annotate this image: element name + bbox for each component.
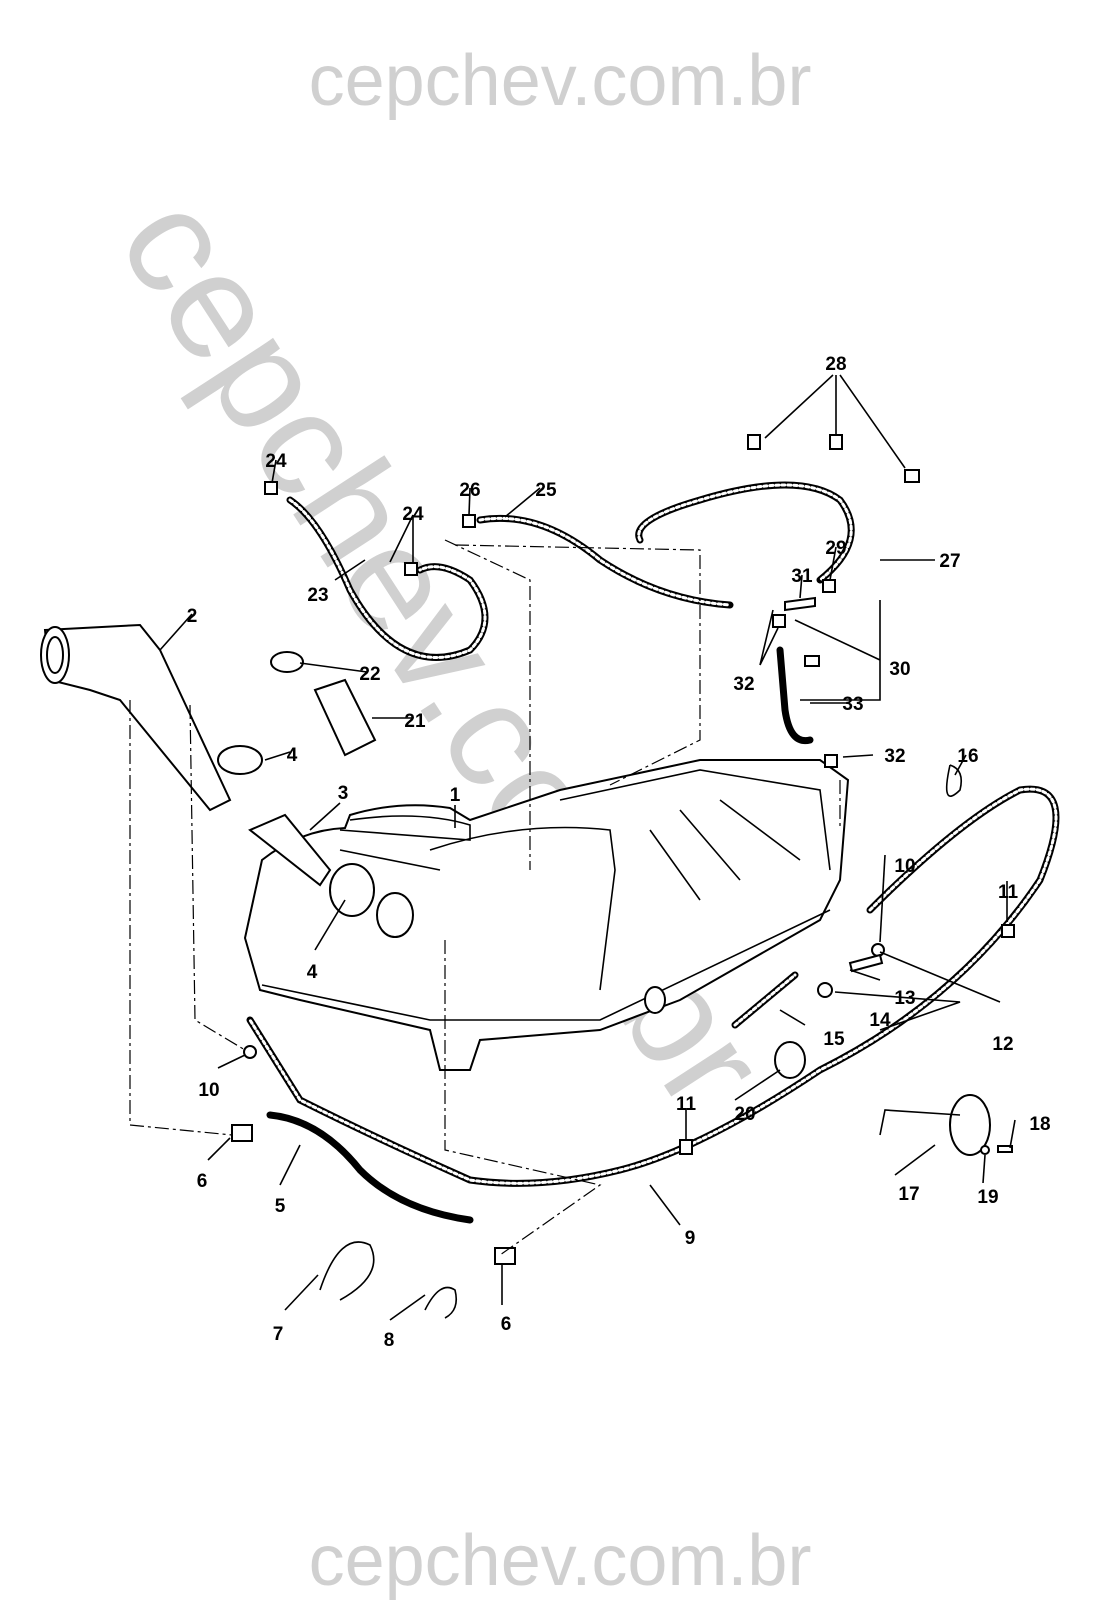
leader-lines	[159, 374, 1016, 1321]
clamp	[494, 1247, 516, 1265]
callout-1: 1	[450, 785, 461, 806]
clamp	[824, 754, 838, 768]
callout-15: 15	[823, 1029, 845, 1050]
callout-29: 29	[825, 538, 846, 559]
callout-22: 22	[359, 664, 380, 685]
callout-11: 11	[998, 882, 1019, 903]
callout-23: 23	[307, 585, 328, 606]
callout-27: 27	[939, 551, 960, 572]
connector	[848, 953, 884, 973]
callout-4: 4	[287, 745, 298, 766]
callout-4: 4	[307, 962, 318, 983]
watermark-bottom: cepchev.com.br	[309, 1521, 812, 1601]
clamp	[772, 614, 786, 628]
callout-33: 33	[842, 694, 863, 715]
callout-24: 24	[265, 451, 287, 472]
alignment-lines	[129, 539, 841, 1256]
callout-17: 17	[898, 1184, 919, 1205]
clamp	[829, 434, 843, 450]
clamp	[243, 1045, 257, 1059]
callout-32: 32	[733, 674, 754, 695]
t-connector	[784, 596, 816, 612]
callout-26: 26	[459, 480, 480, 501]
callout-28: 28	[825, 354, 846, 375]
clamp	[822, 579, 836, 593]
hose-clamp	[329, 863, 375, 917]
seal-ring	[270, 651, 304, 673]
clamp	[231, 1124, 253, 1142]
callout-6: 6	[197, 1171, 208, 1192]
washer	[980, 1145, 990, 1155]
callout-30: 30	[889, 659, 910, 680]
clamp	[462, 514, 476, 528]
fuel-sender-unit	[313, 678, 377, 757]
clip	[945, 764, 963, 797]
callout-21: 21	[404, 711, 426, 732]
filler-neck	[40, 623, 232, 812]
callout-7: 7	[273, 1324, 284, 1345]
watermark-top: cepchev.com.br	[309, 41, 812, 121]
hose-clamp	[217, 745, 263, 775]
callout-12: 12	[992, 1034, 1013, 1055]
washer	[871, 943, 885, 957]
callout-32: 32	[884, 746, 905, 767]
clamp	[804, 655, 820, 667]
pump-flange	[949, 1094, 991, 1156]
screw	[997, 1145, 1013, 1153]
callout-6: 6	[501, 1314, 512, 1335]
gasket	[774, 1041, 806, 1079]
callout-10: 10	[894, 856, 915, 877]
callout-25: 25	[535, 480, 557, 501]
clamp	[904, 469, 920, 483]
clamp	[817, 982, 833, 998]
callout-13: 13	[894, 988, 915, 1009]
callout-10: 10	[198, 1080, 219, 1101]
callout-11: 11	[676, 1094, 697, 1115]
clip-nut	[679, 1139, 693, 1155]
callout-14: 14	[869, 1010, 891, 1031]
callout-24: 24	[402, 504, 424, 525]
filler-hose	[248, 813, 332, 887]
callout-20: 20	[734, 1104, 755, 1125]
callout-3: 3	[338, 783, 349, 804]
clamp	[747, 434, 761, 450]
callout-16: 16	[957, 746, 978, 767]
callout-8: 8	[384, 1330, 395, 1351]
callout-labels: 28 24 26 25 24 29 27 31 23 2 30 22 32 21…	[187, 354, 1051, 1351]
clip	[424, 1286, 458, 1319]
callout-31: 31	[791, 566, 813, 587]
clip-nut	[1001, 924, 1015, 938]
pump-tube	[879, 1109, 961, 1136]
callout-5: 5	[275, 1196, 286, 1217]
callout-19: 19	[977, 1187, 998, 1208]
strap	[319, 1241, 375, 1301]
clamp	[404, 562, 418, 576]
callout-9: 9	[685, 1228, 696, 1249]
callout-18: 18	[1029, 1114, 1050, 1135]
callout-2: 2	[187, 606, 198, 627]
clamp	[264, 481, 278, 495]
hoses	[246, 481, 1060, 1224]
